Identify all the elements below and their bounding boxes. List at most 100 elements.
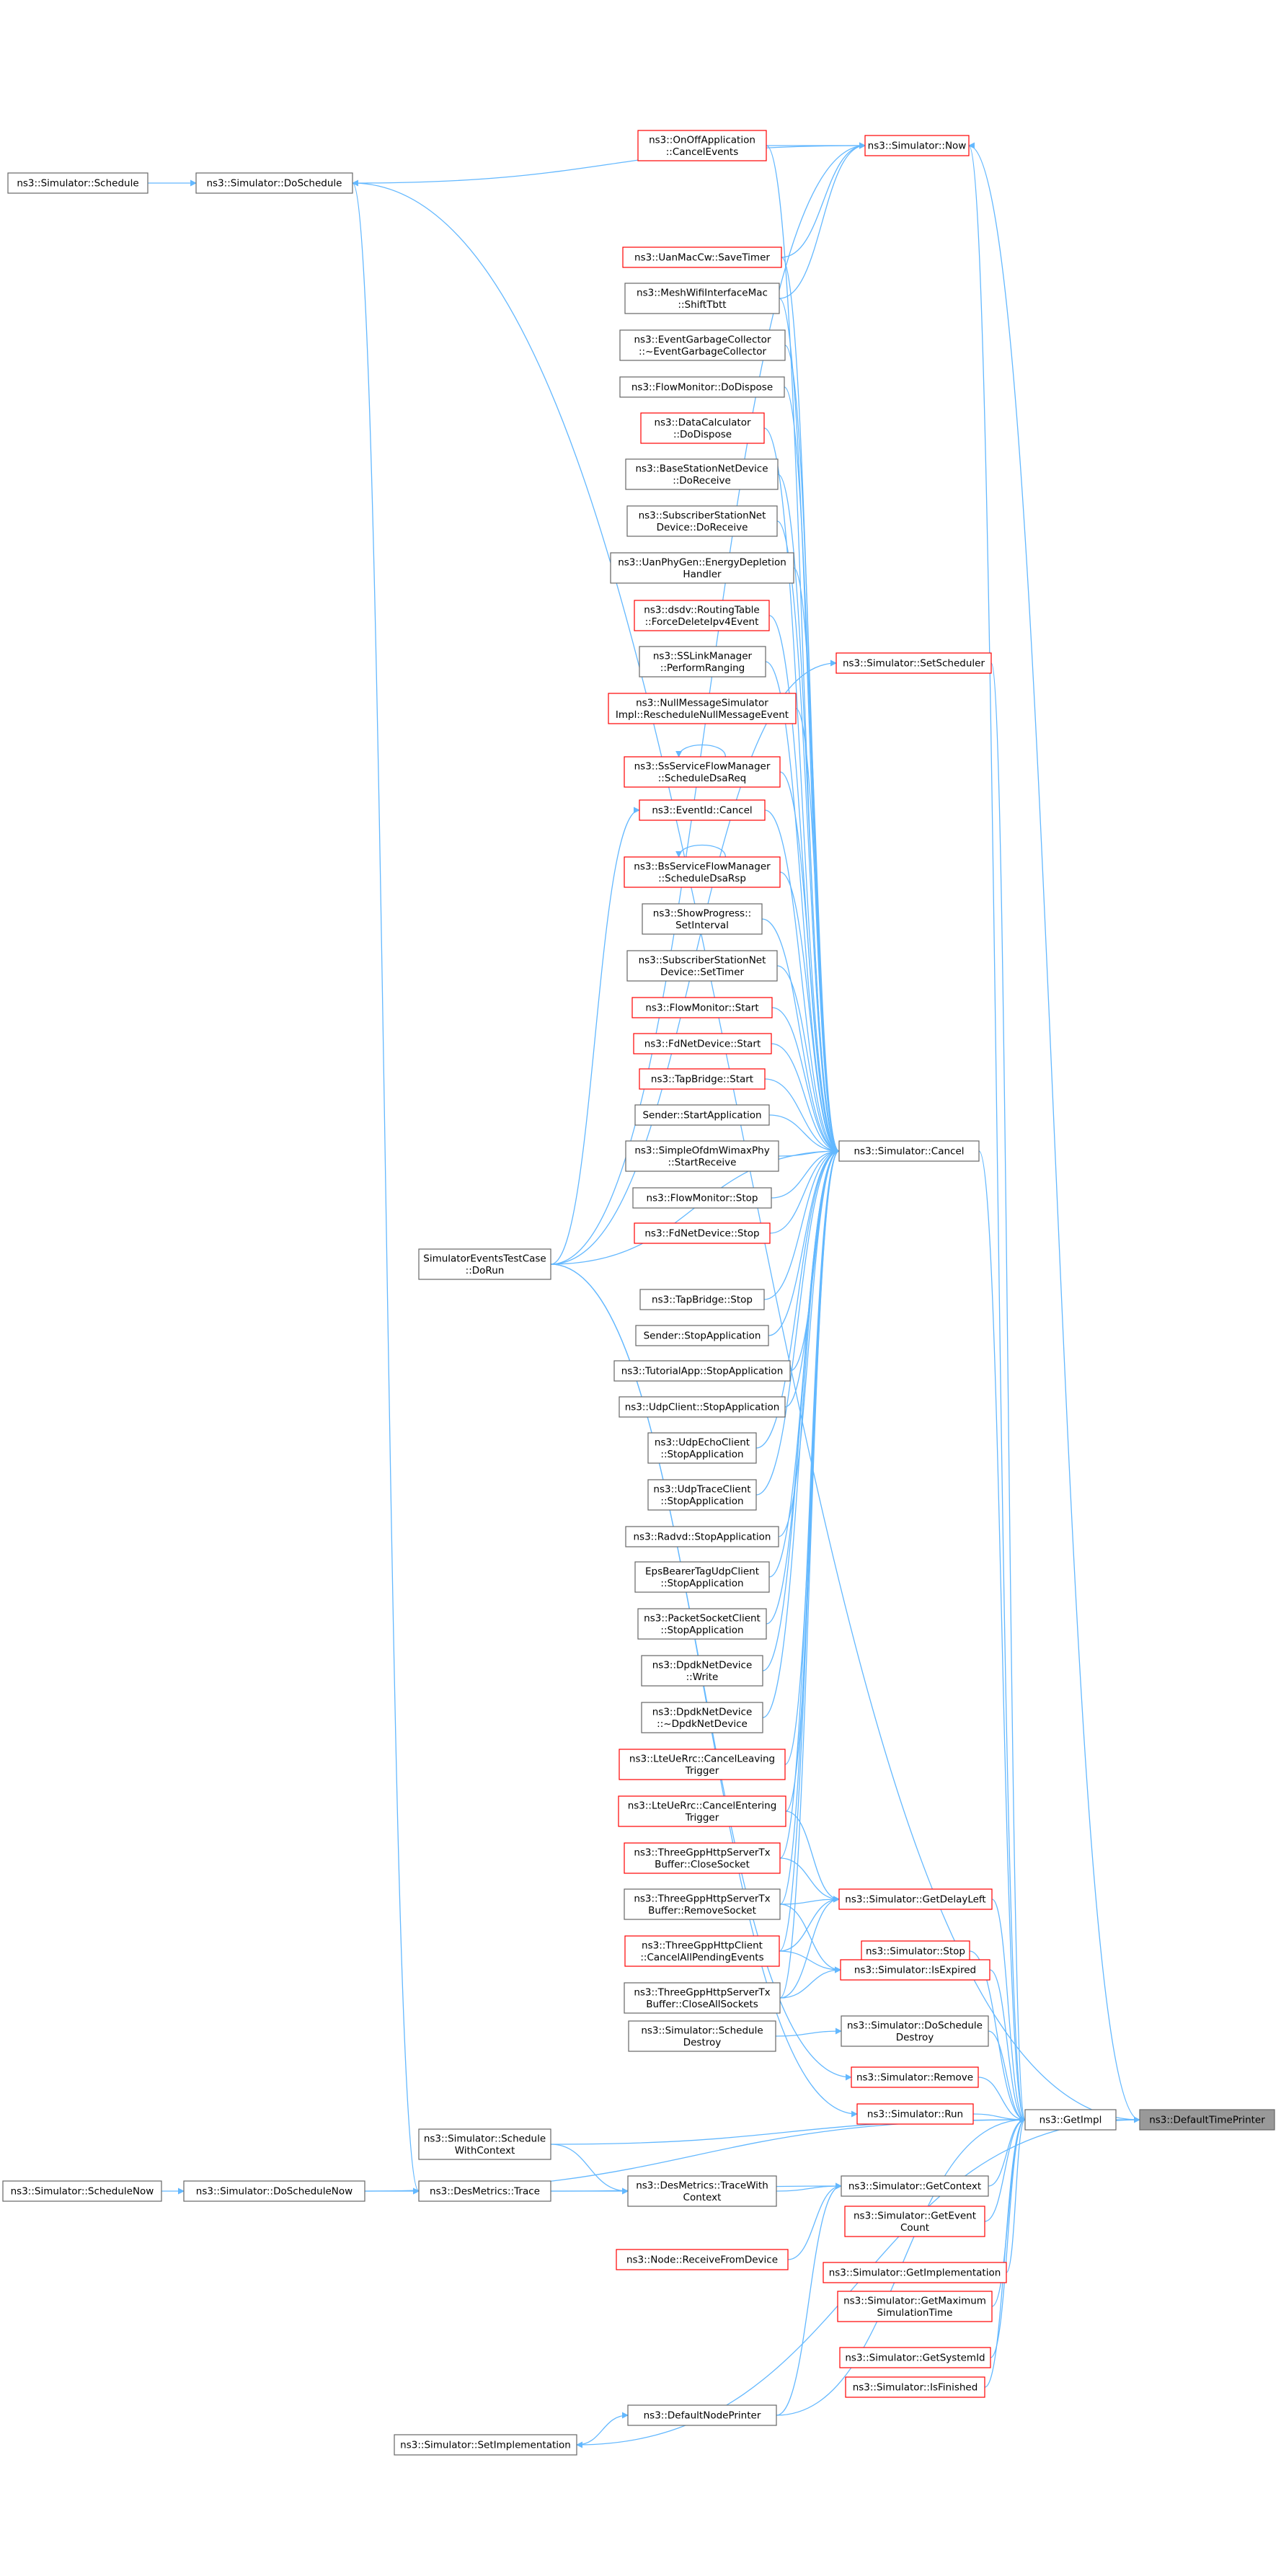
node-NodeReceive[interactable]: ns3::Node::ReceiveFromDevice xyxy=(616,2249,789,2270)
node-ScheduleNow[interactable]: ns3::Simulator::ScheduleNow xyxy=(2,2180,162,2202)
node-SetScheduler[interactable]: ns3::Simulator::SetScheduler xyxy=(835,652,992,674)
node-FlowMonStart[interactable]: ns3::FlowMonitor::Start xyxy=(631,997,773,1018)
node-label: ns3::PacketSocketClient xyxy=(644,1612,761,1624)
node-GetContext[interactable]: ns3::Simulator::GetContext xyxy=(841,2175,989,2197)
node-OnOff[interactable]: ns3::OnOffApplication::CancelEvents xyxy=(637,130,767,161)
node-label: WithContext xyxy=(455,2145,515,2157)
node-FdStop[interactable]: ns3::FdNetDevice::Stop xyxy=(634,1222,771,1244)
node-EventGC[interactable]: ns3::EventGarbageCollector::~EventGarbag… xyxy=(619,329,786,361)
node-label: ns3::DesMetrics::Trace xyxy=(430,2186,540,2198)
node-Schedule[interactable]: ns3::Simulator::Schedule xyxy=(7,172,149,194)
node-UdpEcho[interactable]: ns3::UdpEchoClient::StopApplication xyxy=(647,1432,757,1464)
node-box xyxy=(418,2128,551,2160)
node-TapStop[interactable]: ns3::TapBridge::Stop xyxy=(639,1289,765,1310)
node-TGCloseSocket[interactable]: ns3::ThreeGppHttpServerTxBuffer::CloseSo… xyxy=(624,1842,781,1874)
node-label: ns3::UdpEchoClient xyxy=(655,1436,750,1448)
node-NullMsg[interactable]: ns3::NullMessageSimulatorImpl::Reschedul… xyxy=(608,693,797,724)
node-label: ns3::Node::ReceiveFromDevice xyxy=(626,2255,778,2266)
node-Cancel[interactable]: ns3::Simulator::Cancel xyxy=(838,1140,980,1162)
node-SenderStart[interactable]: Sender::StartApplication xyxy=(634,1104,770,1126)
node-DefaultNodePrinter[interactable]: ns3::DefaultNodePrinter xyxy=(627,2404,777,2426)
node-Stop[interactable]: ns3::Simulator::Stop xyxy=(861,1940,970,1962)
node-label: ns3::Simulator::Cancel xyxy=(854,1146,964,1158)
node-SetImplementation[interactable]: ns3::Simulator::SetImplementation xyxy=(394,2434,577,2456)
node-TGClientCancel[interactable]: ns3::ThreeGppHttpClient::CancelAllPendin… xyxy=(624,1935,780,1967)
node-TGCloseAll[interactable]: ns3::ThreeGppHttpServerTxBuffer::CloseAl… xyxy=(624,1982,781,2014)
node-GetImplementation[interactable]: ns3::Simulator::GetImplementation xyxy=(823,2262,1007,2283)
node-label: ns3::Simulator::Remove xyxy=(856,2072,973,2084)
node-EventIdCancel[interactable]: ns3::EventId::Cancel xyxy=(639,799,766,821)
node-SenderStop[interactable]: Sender::StopApplication xyxy=(635,1325,769,1346)
node-ShowProgress[interactable]: ns3::ShowProgress::SetInterval xyxy=(642,903,763,935)
node-box xyxy=(634,1561,770,1593)
node-PacketSocket[interactable]: ns3::PacketSocketClient::StopApplication xyxy=(637,1608,767,1640)
node-label: ns3::ThreeGppHttpServerTx xyxy=(634,1986,770,1998)
node-GetDelayLeft[interactable]: ns3::Simulator::GetDelayLeft xyxy=(838,1888,993,1910)
node-DpdkWrite[interactable]: ns3::DpdkNetDevice::Write xyxy=(641,1655,763,1687)
node-label: ::~DpdkNetDevice xyxy=(657,1718,748,1730)
node-FlowMonStop[interactable]: ns3::FlowMonitor::Stop xyxy=(632,1187,772,1209)
edge-Cancel-BaseStation xyxy=(777,474,840,1155)
node-FlowMonDispose[interactable]: ns3::FlowMonitor::DoDispose xyxy=(619,376,785,398)
node-Run[interactable]: ns3::Simulator::Run xyxy=(856,2103,974,2125)
node-label: Trigger xyxy=(685,1812,719,1824)
node-label: ::StopApplication xyxy=(660,1625,743,1636)
node-box xyxy=(616,2249,789,2270)
node-box xyxy=(635,1325,769,1346)
node-box xyxy=(2,2180,162,2202)
node-SimEvTest[interactable]: SimulatorEventsTestCase::DoRun xyxy=(418,1248,551,1280)
node-UdpTrace[interactable]: ns3::UdpTraceClient::StopApplication xyxy=(647,1479,757,1511)
edge-DefaultNodePrinter-SetImplementation xyxy=(576,2412,629,2446)
node-label: ns3::SubscriberStationNet xyxy=(639,510,766,521)
node-DoSchedule[interactable]: ns3::Simulator::DoSchedule xyxy=(195,172,353,194)
node-BaseStation[interactable]: ns3::BaseStationNetDevice::DoReceive xyxy=(625,458,779,490)
node-TapStart[interactable]: ns3::TapBridge::Start xyxy=(639,1068,766,1090)
node-box xyxy=(838,1888,993,1910)
node-DesTrace[interactable]: ns3::DesMetrics::Trace xyxy=(418,2180,551,2202)
edge-GetImpl-GetEventCount xyxy=(984,2116,1026,2222)
node-Radvd[interactable]: ns3::Radvd::StopApplication xyxy=(625,1526,779,1547)
node-BsSFM[interactable]: ns3::BsServiceFlowManager::ScheduleDsaRs… xyxy=(624,856,781,888)
node-TutorialApp[interactable]: ns3::TutorialApp::StopApplication xyxy=(613,1360,791,1382)
node-DpdkDtor[interactable]: ns3::DpdkNetDevice::~DpdkNetDevice xyxy=(641,1702,763,1733)
node-IsExpired[interactable]: ns3::Simulator::IsExpired xyxy=(840,1959,990,1981)
node-Remove[interactable]: ns3::Simulator::Remove xyxy=(851,2066,979,2088)
node-SubStationTimer[interactable]: ns3::SubscriberStationNetDevice::SetTime… xyxy=(626,950,778,982)
node-Now[interactable]: ns3::Simulator::Now xyxy=(864,135,970,156)
node-TGRemoveSocket[interactable]: ns3::ThreeGppHttpServerTxBuffer::RemoveS… xyxy=(624,1888,781,1920)
node-GetSystemId[interactable]: ns3::Simulator::GetSystemId xyxy=(839,2347,991,2368)
node-IsFinished[interactable]: ns3::Simulator::IsFinished xyxy=(845,2376,985,2398)
node-FdStart[interactable]: ns3::FdNetDevice::Start xyxy=(633,1033,772,1054)
node-EpsBearer[interactable]: EpsBearerTagUdpClient::StopApplication xyxy=(634,1561,770,1593)
edge-Cancel-DpdkDtor xyxy=(762,1147,840,1718)
node-SsSFM[interactable]: ns3::SsServiceFlowManager::ScheduleDsaRe… xyxy=(624,756,781,788)
node-box xyxy=(835,652,992,674)
node-SubStationRecv[interactable]: ns3::SubscriberStationNetDevice::DoRecei… xyxy=(626,505,778,537)
node-box xyxy=(845,2376,985,2398)
node-DataCalc[interactable]: ns3::DataCalculator::DoDispose xyxy=(640,412,765,444)
node-SSLink[interactable]: ns3::SSLinkManager::PerformRanging xyxy=(639,646,766,678)
node-Dsdv[interactable]: ns3::dsdv::RoutingTable::ForceDeleteIpv4… xyxy=(634,600,770,631)
node-SimpleOfdm[interactable]: ns3::SimpleOfdmWimaxPhy::StartReceive xyxy=(625,1140,779,1172)
node-GetImpl[interactable]: ns3::GetImpl xyxy=(1024,2109,1117,2131)
edge-Now-UanMacCw xyxy=(781,142,866,258)
node-UanMacCw[interactable]: ns3::UanMacCw::SaveTimer xyxy=(622,247,782,268)
node-DefaultTimePrinter[interactable]: ns3::DefaultTimePrinter xyxy=(1139,2109,1275,2131)
node-label: EpsBearerTagUdpClient xyxy=(645,1565,759,1577)
node-UdpClient[interactable]: ns3::UdpClient::StopApplication xyxy=(619,1396,786,1418)
node-box xyxy=(864,135,970,156)
node-label: ::ScheduleDsaRsp xyxy=(658,873,746,884)
node-DoScheduleNow[interactable]: ns3::Simulator::DoScheduleNow xyxy=(183,2180,365,2202)
node-label: ::StopApplication xyxy=(660,1578,743,1589)
node-MeshWifi[interactable]: ns3::MeshWifiInterfaceMac::ShiftTbtt xyxy=(624,283,780,314)
edge-Cancel-SSLink xyxy=(765,661,840,1155)
